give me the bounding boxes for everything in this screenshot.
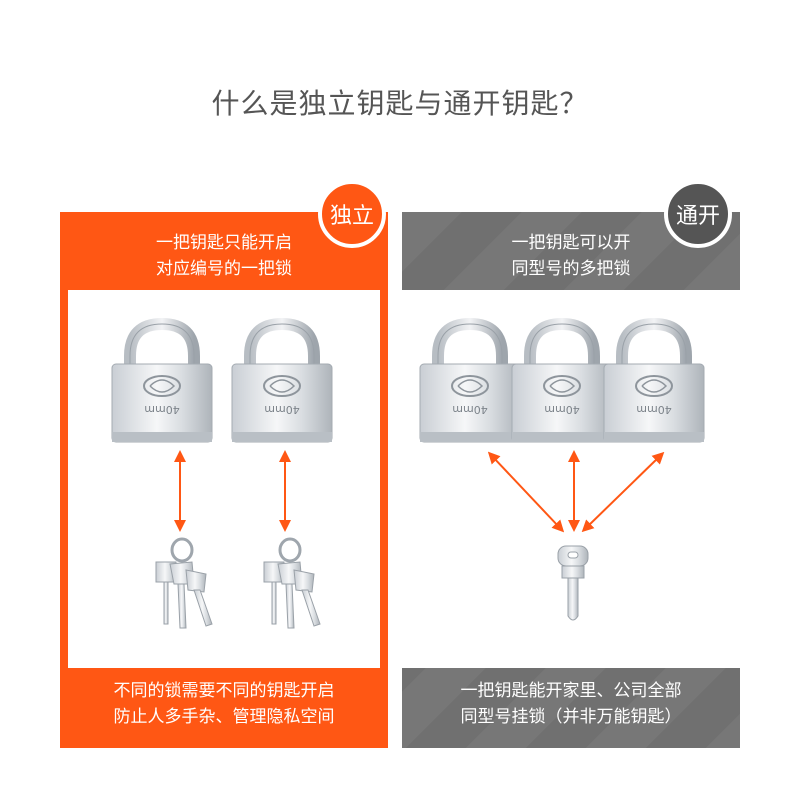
padlock-icon	[112, 324, 212, 442]
master-foot-line-1: 一把钥匙能开家里、公司全部	[460, 681, 682, 701]
master-head-line-2: 同型号的多把锁	[511, 259, 631, 279]
master-badge: 通开	[664, 180, 732, 248]
independent-badge: 独立	[318, 180, 386, 248]
master-key-description: 一把钥匙可以开 同型号的多把锁	[402, 230, 740, 282]
padlock-icon	[512, 324, 612, 442]
independent-foot-line-2: 防止人多手杂、管理隐私空间	[113, 707, 335, 727]
independent-key-footer: 不同的锁需要不同的钥匙开启 防止人多手杂、管理隐私空间	[60, 678, 388, 730]
independent-key-description: 一把钥匙只能开启 对应编号的一把锁	[60, 230, 388, 282]
double-arrow-icon	[487, 451, 565, 533]
padlock-icon	[232, 324, 332, 442]
master-head-line-1: 一把钥匙可以开	[511, 233, 631, 253]
padlock-icon	[420, 324, 520, 442]
key-icon	[557, 545, 589, 621]
page-title: 什么是独立钥匙与通开钥匙？	[211, 87, 589, 120]
master-key-footer: 一把钥匙能开家里、公司全部 同型号挂锁（并非万能钥匙）	[402, 678, 740, 730]
independent-head-line-2: 对应编号的一把锁	[156, 259, 292, 279]
independent-foot-line-1: 不同的锁需要不同的钥匙开启	[113, 681, 335, 701]
independent-illustration-area	[68, 290, 380, 668]
padlock-icon	[604, 324, 704, 442]
master-foot-line-2: 同型号挂锁（并非万能钥匙）	[460, 707, 682, 727]
key-bunch-icon	[154, 537, 214, 630]
double-arrow-icon	[581, 451, 665, 533]
key-bunch-icon	[262, 537, 322, 630]
independent-head-line-1: 一把钥匙只能开启	[156, 233, 292, 253]
